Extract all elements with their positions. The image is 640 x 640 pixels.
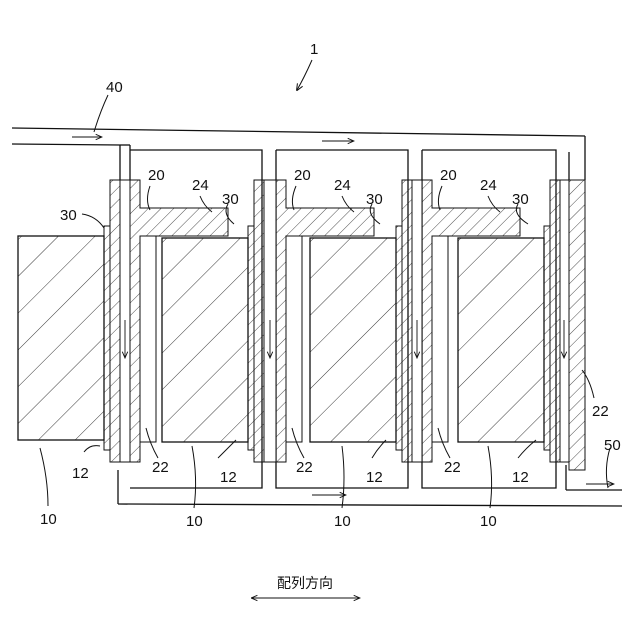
label-outlet-pipe: 50 <box>604 437 621 454</box>
cell-left <box>18 236 104 440</box>
label-face-left: 12 <box>72 465 89 482</box>
label-gap-2: 22 <box>296 459 313 476</box>
unit-3 <box>422 180 569 462</box>
label-gap-3: 22 <box>444 459 461 476</box>
label-plate-2: 24 <box>334 177 351 194</box>
label-cell-2: 10 <box>334 513 351 530</box>
label-face-1: 12 <box>220 469 237 486</box>
label-plate-1: 24 <box>192 177 209 194</box>
label-gap-1: 22 <box>152 459 169 476</box>
spacer-left <box>104 180 130 462</box>
label-device: 1 <box>310 41 318 58</box>
label-seal-left: 30 <box>60 207 77 224</box>
label-seal-1: 30 <box>222 191 239 208</box>
flow-arrows-inlet <box>72 137 354 141</box>
label-cell-1: 10 <box>186 513 203 530</box>
label-cell-left: 10 <box>40 511 57 528</box>
label-cell-3: 10 <box>480 513 497 530</box>
label-holder-1: 20 <box>148 167 165 184</box>
label-seal-2: 30 <box>366 191 383 208</box>
unit-1 <box>130 180 276 462</box>
label-plate-3: 24 <box>480 177 497 194</box>
direction-caption: 配列方向 <box>277 576 333 592</box>
arrangement-direction: 配列方向 <box>252 576 360 598</box>
end-plate-right <box>569 180 585 470</box>
label-inlet-pipe: 40 <box>106 79 123 96</box>
label-gap-right: 22 <box>592 403 609 420</box>
label-holder-3: 20 <box>440 167 457 184</box>
label-holder-2: 20 <box>294 167 311 184</box>
unit-2 <box>276 180 422 462</box>
label-seal-3: 30 <box>512 191 529 208</box>
label-face-3: 12 <box>512 469 529 486</box>
label-face-2: 12 <box>366 469 383 486</box>
